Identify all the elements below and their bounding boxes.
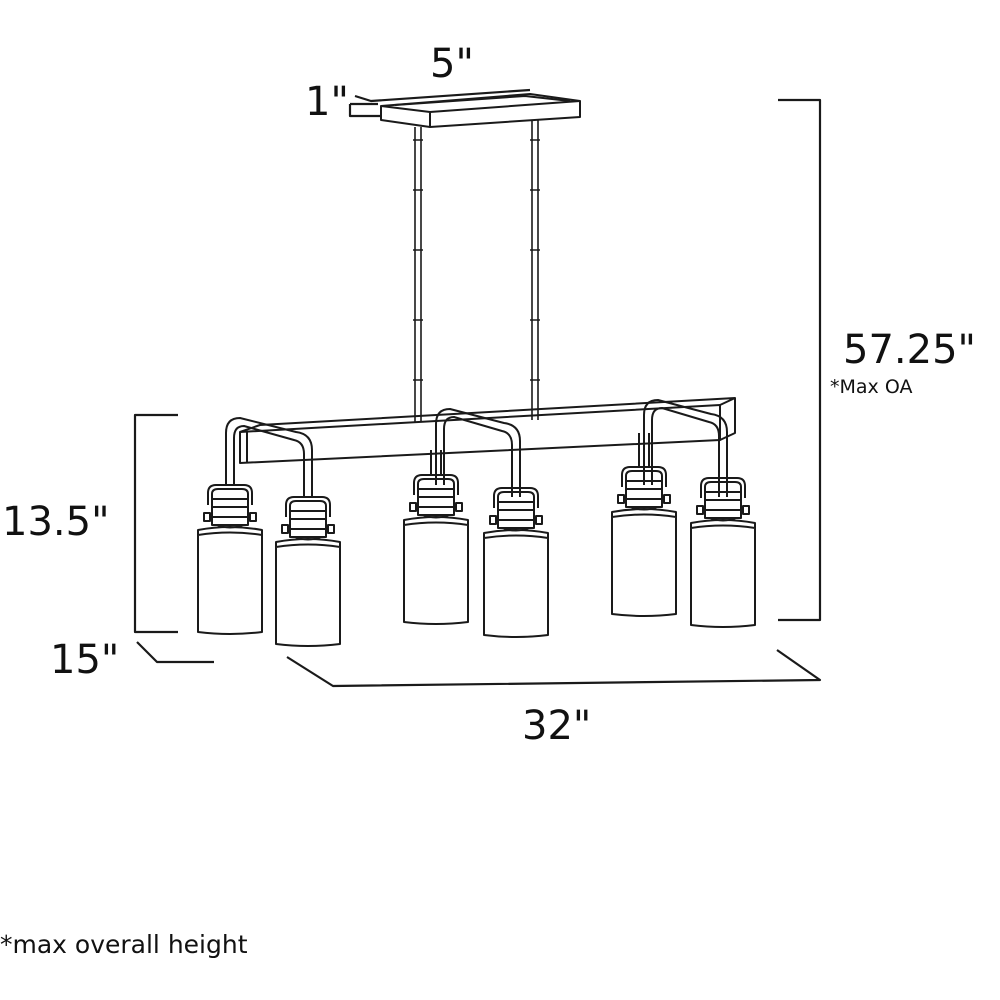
fixture-height-bracket: [133, 413, 178, 634]
lamp-head: [275, 496, 341, 647]
canopy-width-line: [354, 88, 531, 103]
overall-height-label: 57.25": [843, 327, 976, 373]
lamp-arms: [225, 399, 728, 497]
footnote: *max overall height: [0, 930, 248, 959]
dimension-lines: [133, 88, 822, 688]
lamp-head: [197, 484, 263, 635]
overall-height-note: *Max OA: [830, 376, 913, 398]
canopy: [380, 93, 581, 128]
depth-line: [136, 641, 214, 664]
lamp-heads: [197, 399, 756, 647]
canopy-height-label: 1": [305, 79, 349, 125]
depth-label: 15": [50, 637, 120, 683]
lamp-head: [483, 487, 549, 638]
lamp-head: [611, 466, 677, 617]
overall-height-bracket: [778, 98, 822, 622]
canopy-width-label: 5": [430, 41, 474, 87]
width-line: [286, 649, 822, 688]
width-label: 32": [522, 703, 592, 749]
canopy-height-line: [348, 102, 380, 118]
chains: [413, 120, 540, 422]
fixture-height-label: 13.5": [2, 499, 110, 545]
lamp-head: [690, 477, 756, 628]
lamp-head: [403, 474, 469, 625]
